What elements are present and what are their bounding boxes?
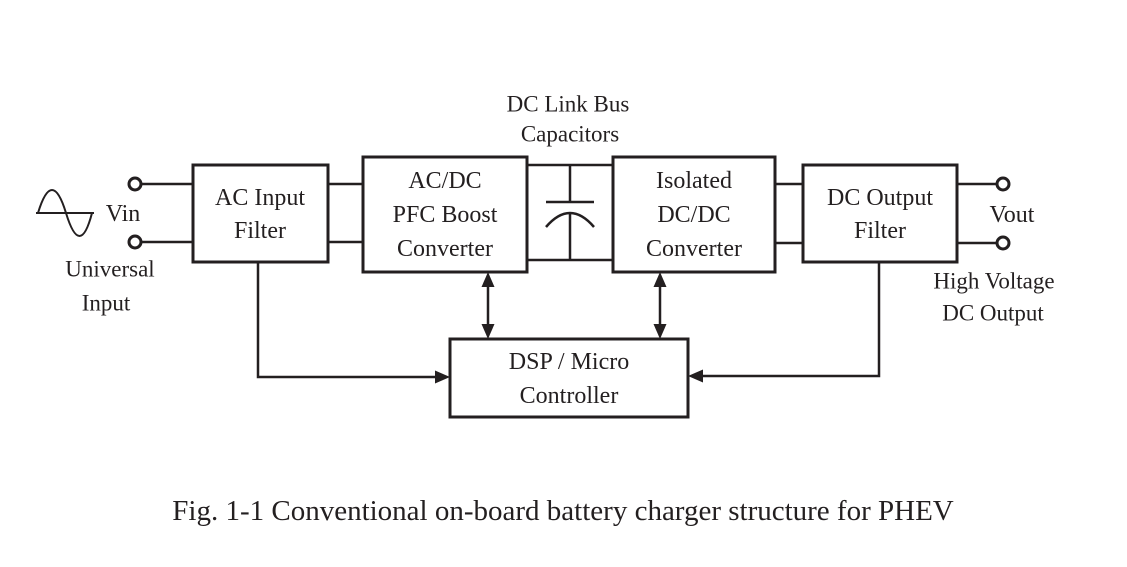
ac-sine-icon: [36, 189, 94, 237]
high-voltage-output-label: High Voltage DC Output: [933, 269, 1054, 326]
dc-link-label: DC Link Bus Capacitors: [507, 92, 630, 147]
isolated-dcdc-outline: [611, 155, 777, 274]
dsp-controller-outline: [448, 337, 690, 419]
universal-input-line2: Input: [82, 291, 131, 316]
input-terminal-top: [127, 176, 143, 192]
arrow-down-icon: [481, 324, 495, 339]
vout-label: Vout: [990, 202, 1035, 228]
high-voltage-line2: DC Output: [942, 301, 1044, 326]
pfc-boost-label-line3: Converter: [397, 236, 493, 262]
dc-output-filter-label-line1: DC Output: [827, 185, 933, 211]
feedback-right-path: [694, 262, 881, 378]
dsp-controller-label-line1: DSP / Micro: [509, 349, 629, 375]
block-isolated-dcdc-converter: Isolated DC/DC Converter: [611, 155, 777, 274]
arrow-left-icon: [688, 369, 703, 383]
feedback-wire-left: [256, 262, 450, 384]
isolated-dcdc-label-line2: DC/DC: [657, 202, 730, 228]
feedback-left-path: [256, 262, 444, 379]
arrow-right-icon: [435, 370, 450, 384]
arrow-up-icon: [481, 272, 495, 287]
universal-input-line1: Universal: [65, 257, 154, 282]
dc-link-label-line1: DC Link Bus: [507, 92, 630, 117]
block-dc-output-filter: DC Output Filter: [801, 163, 959, 264]
ac-input-filter-label-line2: Filter: [234, 218, 286, 244]
isolated-dcdc-label-line1: Isolated: [656, 168, 732, 194]
arrow-down-icon: [653, 324, 667, 339]
capacitor-plate-curved: [545, 211, 595, 228]
input-terminal-bottom: [127, 234, 143, 250]
arrow-up-icon: [653, 272, 667, 287]
ac-input-filter-label-line1: AC Input: [215, 185, 305, 211]
block-ac-input-filter: AC Input Filter: [191, 163, 330, 264]
feedback-wire-right: [688, 262, 881, 383]
isolated-dcdc-label-line3: Converter: [646, 236, 742, 262]
vin-label: Vin: [106, 201, 141, 227]
dsp-controller-label-line2: Controller: [520, 383, 619, 409]
pfc-boost-outline: [361, 155, 529, 274]
figure-caption: Fig. 1-1 Conventional on-board battery c…: [172, 495, 954, 527]
pfc-boost-label-line2: PFC Boost: [393, 202, 498, 228]
high-voltage-line1: High Voltage: [933, 269, 1054, 294]
capacitor-icon: [545, 165, 595, 260]
dc-link-label-line2: Capacitors: [521, 122, 619, 147]
output-terminal-top: [995, 176, 1011, 192]
block-dsp-controller: DSP / Micro Controller: [448, 337, 690, 419]
sine-wave-path: [37, 189, 93, 237]
ac-input-filter-outline: [191, 163, 330, 264]
dc-output-filter-label-line2: Filter: [854, 218, 906, 244]
pfc-boost-label-line1: AC/DC: [408, 168, 481, 194]
dc-output-filter-outline: [801, 163, 959, 264]
block-pfc-boost-converter: AC/DC PFC Boost Converter: [361, 155, 529, 274]
universal-input-label: Universal Input: [65, 257, 154, 316]
output-terminal-bottom: [995, 235, 1011, 251]
control-arrow-pfc: [481, 272, 495, 339]
control-arrow-dcdc: [653, 272, 667, 339]
